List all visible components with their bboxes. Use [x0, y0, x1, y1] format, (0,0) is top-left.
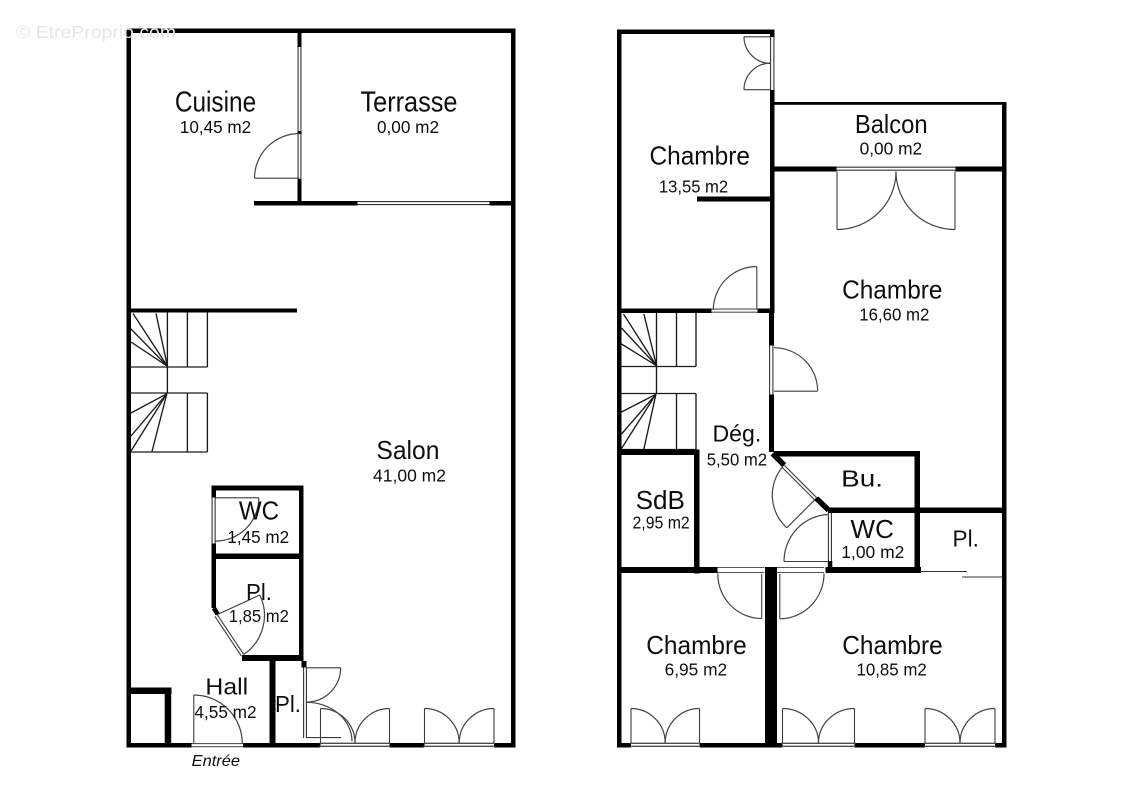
svg-text:Salon: Salon [376, 435, 439, 465]
svg-text:Dég.: Dég. [713, 420, 762, 446]
svg-text:16,60 m2: 16,60 m2 [859, 305, 929, 325]
svg-text:Terrasse: Terrasse [361, 86, 458, 118]
svg-text:10,45 m2: 10,45 m2 [180, 117, 251, 137]
svg-text:SdB: SdB [636, 487, 685, 515]
svg-text:WC: WC [239, 498, 279, 526]
svg-text:13,55 m2: 13,55 m2 [659, 177, 728, 197]
svg-text:1,85 m2: 1,85 m2 [229, 606, 289, 626]
svg-text:Balcon: Balcon [855, 109, 928, 139]
svg-text:Entrée: Entrée [192, 753, 240, 770]
svg-text:WC: WC [851, 516, 894, 544]
svg-text:Cuisine: Cuisine [175, 86, 256, 118]
svg-text:Pl.: Pl. [953, 526, 979, 552]
svg-text:Bu.: Bu. [841, 466, 883, 492]
svg-text:© EtreProprio.com: © EtreProprio.com [16, 22, 176, 42]
svg-text:2,95 m2: 2,95 m2 [633, 512, 690, 532]
svg-text:0,00 m2: 0,00 m2 [860, 138, 923, 158]
svg-text:Chambre: Chambre [646, 630, 746, 660]
svg-text:5,50 m2: 5,50 m2 [707, 450, 767, 470]
svg-text:Pl.: Pl. [275, 691, 301, 717]
svg-text:Chambre: Chambre [650, 141, 750, 171]
svg-text:Pl.: Pl. [246, 579, 272, 605]
svg-text:1,45 m2: 1,45 m2 [227, 527, 289, 547]
svg-text:10,85 m2: 10,85 m2 [856, 660, 926, 680]
svg-text:1,00 m2: 1,00 m2 [841, 542, 904, 562]
svg-text:Chambre: Chambre [842, 630, 942, 660]
svg-text:6,95 m2: 6,95 m2 [665, 660, 728, 680]
svg-text:4,55 m2: 4,55 m2 [194, 702, 256, 722]
svg-text:Hall: Hall [205, 674, 248, 700]
svg-text:0,00 m2: 0,00 m2 [377, 117, 439, 137]
svg-text:Chambre: Chambre [842, 274, 942, 304]
svg-text:41,00 m2: 41,00 m2 [373, 465, 446, 485]
